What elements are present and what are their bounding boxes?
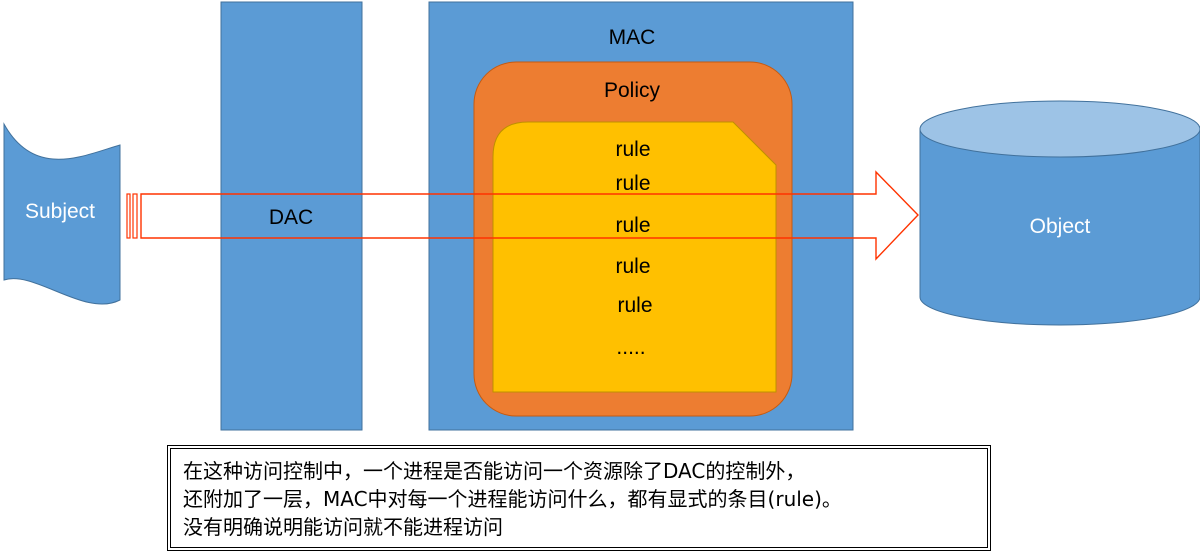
object-label: Object bbox=[1030, 215, 1091, 238]
caption-box: 在这种访问控制中，一个进程是否能访问一个资源除了DAC的控制外， 还附加了一层，… bbox=[167, 445, 991, 551]
access-arrow bbox=[126, 170, 919, 261]
arrow-stripe bbox=[132, 193, 138, 239]
object-cylinder-top bbox=[919, 100, 1200, 158]
rule-label: rule bbox=[615, 172, 650, 195]
caption-line: 在这种访问控制中，一个进程是否能访问一个资源除了DAC的控制外， bbox=[183, 459, 806, 483]
rule-label: rule bbox=[615, 214, 650, 237]
object-cylinder bbox=[919, 100, 1200, 326]
rules-ellipsis: ..... bbox=[616, 336, 645, 359]
caption-line: 没有明确说明能访问就不能进程访问 bbox=[183, 515, 503, 539]
arrow-body bbox=[140, 170, 919, 261]
rules-document bbox=[492, 121, 777, 393]
rule-label: rule bbox=[617, 294, 652, 317]
subject-shape bbox=[3, 122, 121, 305]
mac-label: MAC bbox=[609, 26, 656, 49]
caption-line: 还附加了一层，MAC中对每一个进程能访问什么，都有显式的条目(rule)。 bbox=[183, 487, 842, 511]
subject-label: Subject bbox=[25, 200, 95, 223]
rule-label: rule bbox=[615, 138, 650, 161]
policy-label: Policy bbox=[604, 79, 661, 102]
object-cylinder-body bbox=[919, 128, 1200, 326]
rule-label: rule bbox=[615, 255, 650, 278]
dac-column bbox=[220, 1, 363, 431]
dac-label: DAC bbox=[269, 206, 313, 229]
arrow-stripe bbox=[126, 193, 131, 239]
